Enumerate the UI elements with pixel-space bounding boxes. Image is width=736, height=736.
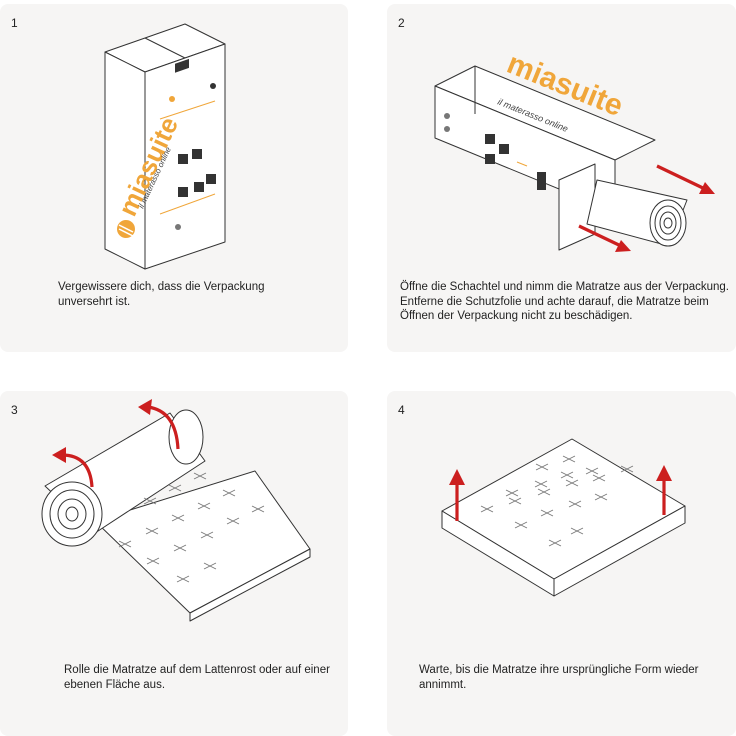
- tuft-mark: [514, 521, 528, 529]
- tuft-mark: [251, 505, 265, 513]
- tuft-mark: [145, 527, 159, 535]
- mattress-expanded-illustration: [441, 438, 686, 597]
- tuft-mark: [226, 517, 240, 525]
- box-illustration: miasuite il materasso online: [104, 23, 226, 270]
- tuft-mark: [548, 539, 562, 547]
- tuft-mark: [146, 557, 160, 565]
- tuft-mark: [594, 493, 608, 501]
- step-caption: Öffne die Schachtel und nimm die Matratz…: [400, 281, 730, 322]
- tuft-mark: [168, 484, 182, 492]
- tuft-mark: [568, 500, 582, 508]
- roll-arrow-left: [52, 447, 94, 488]
- tuft-mark: [534, 480, 548, 488]
- box-side-print: [159, 58, 216, 230]
- step-number: 3: [11, 403, 18, 417]
- step-number: 1: [11, 16, 18, 30]
- tuft-mark: [508, 497, 522, 505]
- tuft-mark: [193, 472, 207, 480]
- step-card-2: 2 miasuite il materasso online: [387, 4, 736, 352]
- tuft-mark: [592, 474, 606, 482]
- tuft-mark: [222, 489, 236, 497]
- step-number: 2: [398, 16, 405, 30]
- tuft-mark: [505, 489, 519, 497]
- rise-arrow-left: [449, 469, 465, 521]
- tuft-mark: [203, 562, 217, 570]
- pull-arrow-lower: [578, 224, 631, 252]
- tuft-mark: [562, 455, 576, 463]
- tuft-mark: [118, 540, 132, 548]
- roll-arrow-right: [138, 399, 180, 450]
- step-caption: Warte, bis die Matratze ihre ursprünglic…: [419, 664, 699, 691]
- step-caption: Rolle die Matratze auf dem Lattenrost od…: [64, 664, 330, 691]
- step-card-4: 4 Warte, bis die Matratze ihre ursprüngl…: [387, 391, 736, 736]
- tuft-mark: [537, 488, 551, 496]
- tuft-mark: [620, 465, 634, 473]
- tuft-mark: [585, 467, 599, 475]
- unrolling-illustration: [41, 399, 311, 622]
- box-side-print: [444, 113, 546, 190]
- step-caption: Vergewissere dich, dass die Verpackung u…: [58, 281, 265, 308]
- step-card-3: 3 Rolle die Matratze auf dem Lattenrost …: [0, 391, 348, 736]
- tuft-mark: [173, 544, 187, 552]
- rise-arrow-right: [656, 465, 672, 515]
- tuft-mark: [565, 479, 579, 487]
- tuft-mark: [143, 497, 157, 505]
- tuft-mark: [176, 575, 190, 583]
- pull-arrow-upper: [656, 164, 715, 194]
- tuft-mark: [540, 509, 554, 517]
- tufting-marks: [118, 472, 265, 583]
- tuft-mark: [560, 471, 574, 479]
- tufting-marks: [480, 455, 634, 547]
- step-number: 4: [398, 403, 405, 417]
- unpacking-illustration: miasuite il materasso online: [434, 47, 715, 252]
- tuft-mark: [480, 505, 494, 513]
- tuft-mark: [535, 463, 549, 471]
- brand-logo-mark: [117, 220, 135, 238]
- tuft-mark: [570, 527, 584, 535]
- step-card-1: 1 miasuite il materasso online: [0, 4, 348, 352]
- tuft-mark: [171, 514, 185, 522]
- tuft-mark: [200, 531, 214, 539]
- tuft-mark: [197, 502, 211, 510]
